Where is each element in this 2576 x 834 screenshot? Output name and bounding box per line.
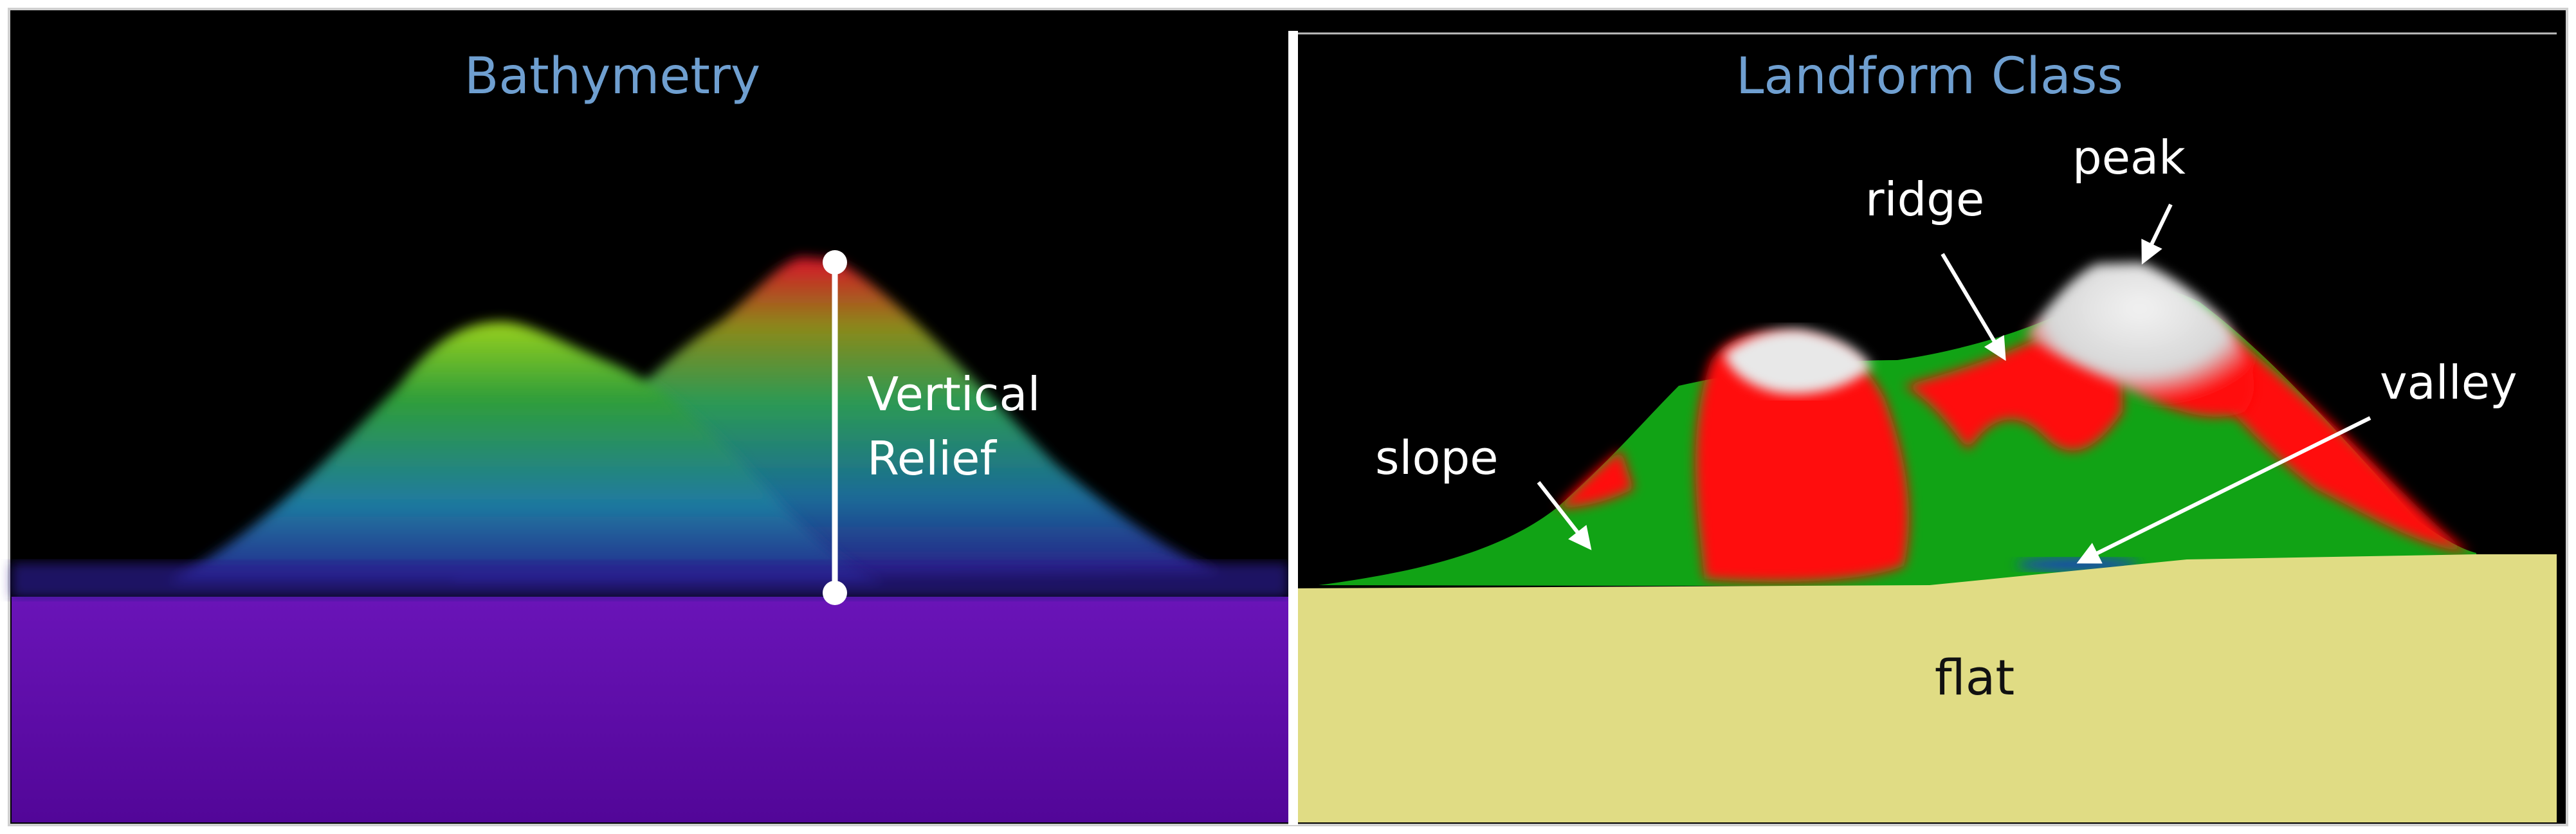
bathymetry-mountain-left <box>167 322 888 582</box>
panel-divider <box>1288 31 1298 825</box>
slope-label: slope <box>1375 431 1499 485</box>
peak-label: peak <box>2072 131 2186 185</box>
vertical-relief-bottom-marker <box>823 581 847 605</box>
landform-panel: Landform Class peak ridge slope valley f… <box>1298 36 2564 822</box>
landform-title: Landform Class <box>1736 48 2123 105</box>
slope-arrow <box>1537 481 1592 550</box>
vertical-relief-top-marker <box>823 250 847 275</box>
landform-peak-small <box>1724 329 1872 394</box>
landform-ridge-right <box>2187 315 2470 553</box>
bathymetry-panel: Bathymetry Vertical Relief <box>12 12 1288 822</box>
landform-ridge-small <box>1557 450 1634 508</box>
bathymetry-horizon <box>12 563 1288 598</box>
landform-peak-main <box>2026 262 2254 417</box>
landform-ridge-left <box>1695 333 1910 582</box>
landform-flat-region <box>1298 554 2557 822</box>
vertical-relief-label-line2: Relief <box>867 431 997 485</box>
valley-arrow <box>2076 416 2371 564</box>
ridge-label: ridge <box>1865 172 1984 226</box>
flat-label: flat <box>1935 649 2014 706</box>
bathymetry-base-plane <box>12 597 1288 822</box>
bathymetry-title: Bathymetry <box>464 48 760 105</box>
vertical-relief-label-line1: Vertical <box>867 367 1041 421</box>
peak-arrow <box>2141 203 2173 265</box>
ridge-arrow <box>1941 253 2006 361</box>
valley-label: valley <box>2380 356 2517 410</box>
